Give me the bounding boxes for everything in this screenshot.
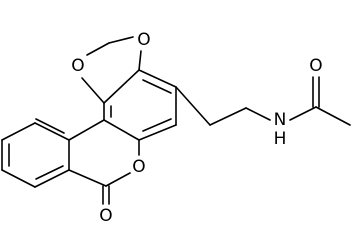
bonds: [1, 36, 351, 205]
atom-o2: O: [137, 30, 150, 50]
atom-o1: O: [71, 56, 84, 76]
bond-ring-a4-inner: [142, 118, 172, 132]
atom-n: N: [274, 110, 287, 130]
atom-o3: O: [132, 157, 145, 177]
bond-ring-a2: [138, 69, 177, 88]
bond-side-3: [245, 107, 271, 121]
bond-n-carbonyl: [289, 106, 317, 121]
bond-benzo-5-inner: [35, 165, 64, 180]
atom-h: H: [274, 129, 287, 149]
bond-biaryl: [68, 119, 105, 141]
atom-labels: O O O O O N H: [71, 30, 322, 226]
bond-ring-a5: [103, 119, 140, 141]
atom-o5: O: [309, 56, 322, 76]
bond-benzo-1-inner: [35, 118, 65, 134]
bond-o3-carbonyl: [105, 172, 131, 187]
bond-o2-c: [138, 50, 142, 71]
bond-ring-a4: [138, 124, 177, 141]
bond-side-1: [175, 86, 211, 126]
bond-benzo-4: [1, 169, 36, 188]
bond-ch2-o1: [86, 42, 110, 56]
bond-amide-ch3: [315, 106, 351, 126]
bond-ring-a1: [103, 69, 140, 104]
bond-ch2-o2: [108, 36, 134, 44]
bond-carbonyl-aryl: [68, 169, 107, 187]
bond-benzo-1: [34, 122, 70, 141]
bond-benzo-2: [1, 122, 36, 141]
atom-o4: O: [99, 206, 112, 226]
bond-side-2: [209, 107, 247, 126]
bond-ring-a2-inner: [142, 79, 172, 94]
bond-benzo-5: [34, 169, 70, 188]
bond-o1-c: [81, 77, 105, 104]
